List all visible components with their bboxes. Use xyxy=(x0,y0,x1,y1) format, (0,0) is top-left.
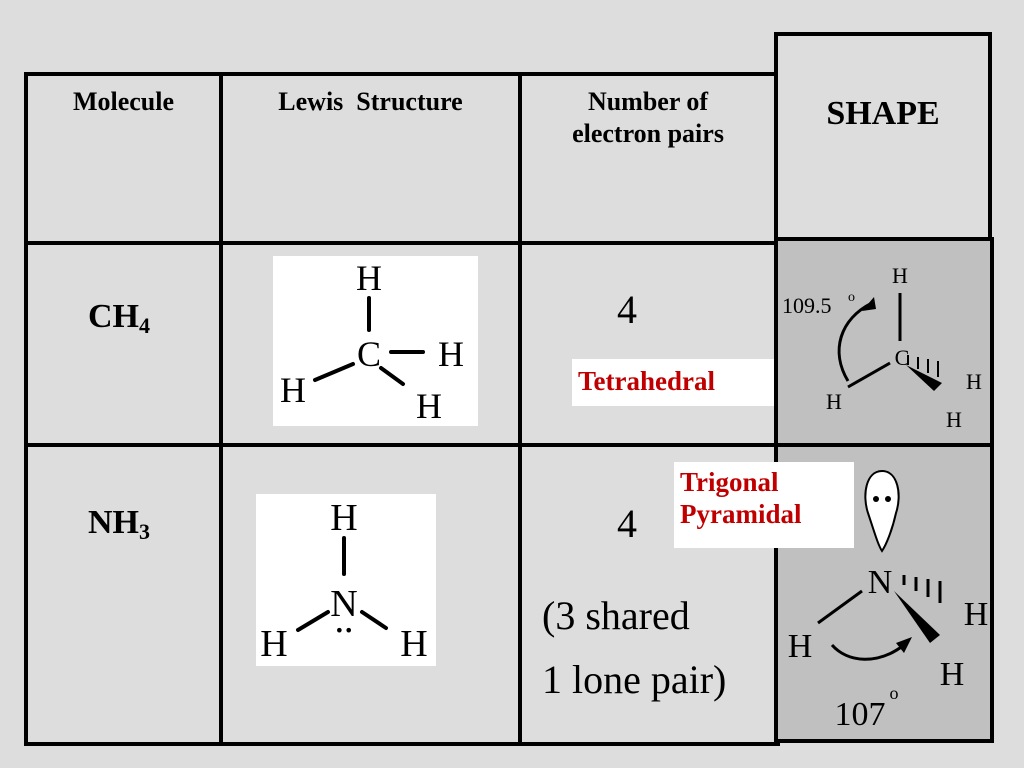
tetrahedral-h-left: H xyxy=(826,389,842,414)
pyramidal-h-bottom: H xyxy=(940,656,965,693)
molecule-ch4-base: CH xyxy=(88,298,139,335)
electron-pairs-nh3: 4 xyxy=(617,501,637,546)
shape-3d-tetrahedral: 109.5 o H C H H H xyxy=(774,237,994,447)
header-electron-pairs: Number of electron pairs xyxy=(522,86,774,150)
lewis-ch4-h-bottom: H xyxy=(416,386,442,426)
header-electron-pairs-line1: Number of xyxy=(587,87,709,116)
molecule-ch4-subscript: 4 xyxy=(139,313,150,338)
lewis-nh3-h-right: H xyxy=(400,623,427,665)
shape-label-tetrahedral: Tetrahedral xyxy=(572,359,778,406)
header-electron-pairs-line2: electron pairs xyxy=(572,119,724,148)
electron-pairs-nh3-note: (3 shared 1 lone pair) xyxy=(542,584,726,712)
nh3-note-line1: (3 shared xyxy=(542,593,690,638)
molecule-ch4: CH4 xyxy=(88,298,150,339)
nh3-note-line2: 1 lone pair) xyxy=(542,657,727,702)
shape-3d-trigonal-pyramidal: N H H H 107 o xyxy=(774,443,994,743)
lewis-nh3-lone-pair: •• xyxy=(335,621,354,640)
tetrahedral-h-bottom: H xyxy=(946,407,962,432)
header-lewis-structure: Lewis Structure xyxy=(278,87,463,116)
lewis-ch4-h-top: H xyxy=(356,258,382,298)
tetrahedral-angle-label: 109.5 xyxy=(782,293,832,318)
tetrahedral-h-top: H xyxy=(892,263,908,288)
tetrahedral-c: C xyxy=(895,345,910,370)
pyramidal-h-right: H xyxy=(964,596,989,633)
molecule-nh3: NH3 xyxy=(88,504,150,545)
trigonal-label-line2: Pyramidal xyxy=(680,499,802,529)
tetrahedral-h-right: H xyxy=(966,369,982,394)
lewis-structure-ch4: H C H H H xyxy=(273,256,478,426)
lewis-ch4-c: C xyxy=(357,334,381,374)
shape-label-trigonal-pyramidal: Trigonal Pyramidal xyxy=(674,462,854,548)
molecule-nh3-subscript: 3 xyxy=(139,519,150,544)
pyramidal-degree-mark: o xyxy=(890,683,899,703)
lewis-structure-nh3: H N H H •• xyxy=(256,494,436,666)
electron-pairs-ch4: 4 xyxy=(617,287,637,332)
trigonal-label-line1: Trigonal xyxy=(680,467,779,497)
header-shape: SHAPE xyxy=(826,95,940,132)
pyramidal-angle-label: 107 xyxy=(835,696,886,733)
lewis-ch4-h-left: H xyxy=(280,370,306,410)
lewis-ch4-h-right: H xyxy=(438,334,464,374)
pyramidal-n: N xyxy=(868,564,893,601)
lewis-nh3-h-top: H xyxy=(330,497,357,539)
lewis-nh3-h-left: H xyxy=(260,623,287,665)
header-molecule: Molecule xyxy=(72,87,175,116)
molecule-nh3-base: NH xyxy=(88,504,139,541)
tetrahedral-degree-mark: o xyxy=(848,290,855,305)
lewis-nh3-n: N xyxy=(330,583,357,625)
pyramidal-h-left: H xyxy=(788,628,813,665)
